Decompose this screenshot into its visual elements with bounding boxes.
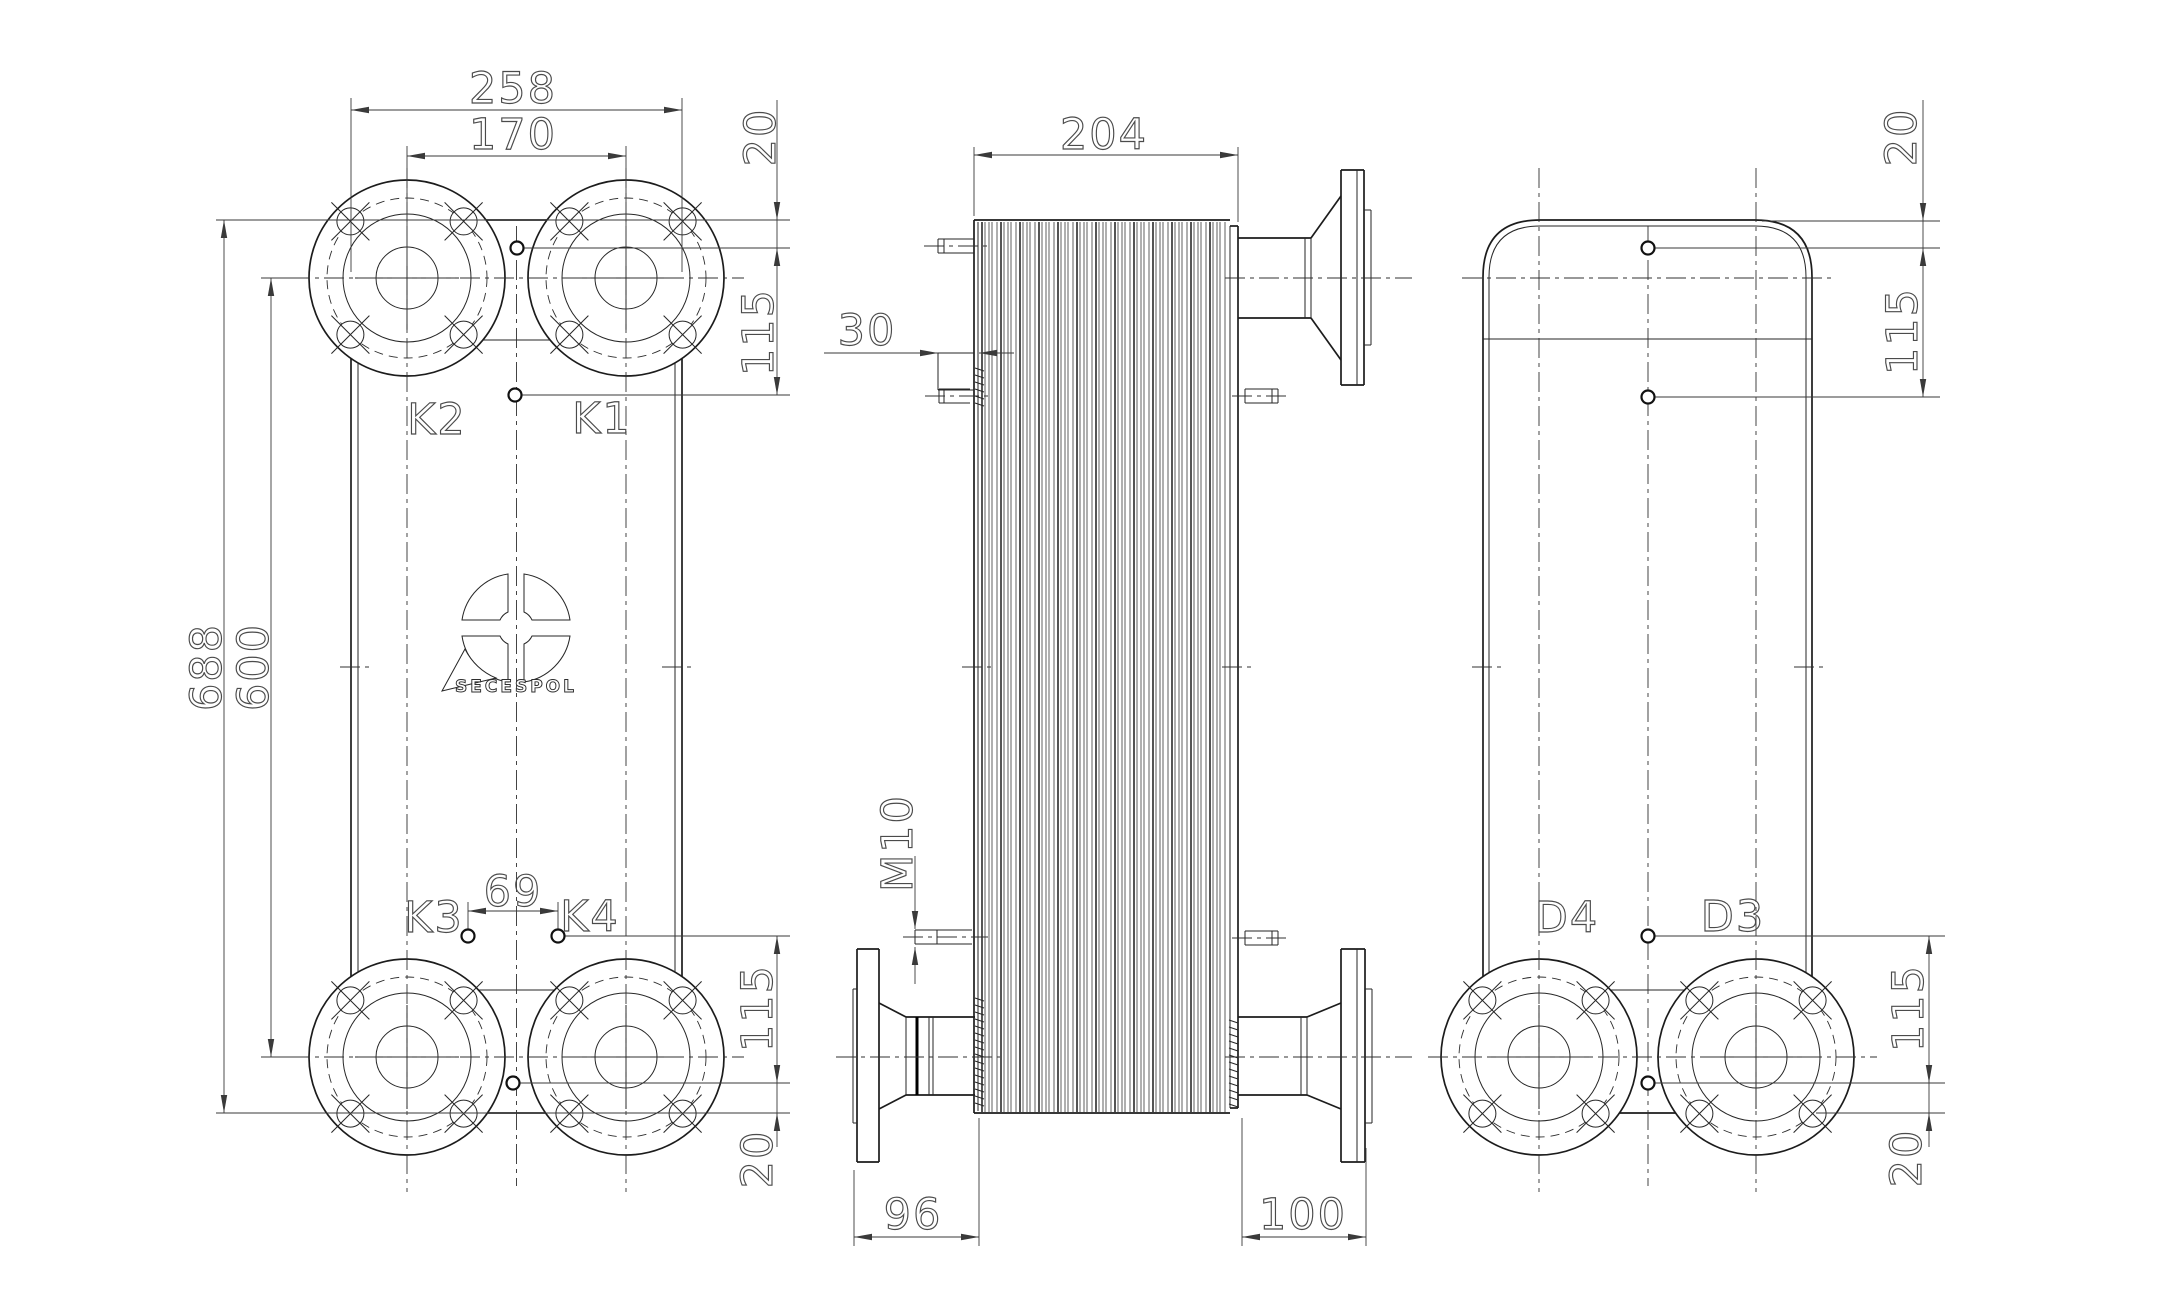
side-dimensions: 204 30 M10 96 100: [824, 109, 1367, 1246]
dim-front-connection-length: 100: [1259, 1190, 1347, 1240]
dim-back-lower-hole-spacing: 115: [1884, 964, 1934, 1052]
front-dimensions: 258 170 20 115 688 600 69 115 20 K2 K1 K…: [181, 63, 790, 1189]
back-view: 20 115 115 20 D4 D3: [1428, 100, 1945, 1192]
dim-overall-width: 258: [469, 64, 557, 114]
port-label-k2: K2: [407, 395, 467, 445]
mounting-hole: [550, 928, 566, 944]
dim-port-centers-vertical: 600: [229, 623, 279, 711]
mounting-hole: [507, 387, 523, 403]
mounting-hole: [505, 1075, 521, 1091]
thread-marks: [974, 367, 1239, 1108]
mounting-hole: [509, 240, 525, 256]
dim-back-top-edge-to-upper-hole: 20: [1877, 108, 1927, 167]
dim-lower-hole-spacing: 115: [733, 964, 783, 1052]
dim-plate-pack-depth: 204: [1060, 110, 1148, 160]
side-body-outline: [836, 169, 1412, 1163]
dim-lower-hole-pair-spacing: 69: [484, 867, 543, 917]
dim-rear-connection-length: 96: [884, 1190, 943, 1240]
port-label-k3: K3: [404, 893, 464, 943]
port-label-d3: D3: [1701, 892, 1765, 942]
front-centerlines: [290, 168, 744, 1192]
mounting-hole: [1640, 240, 1656, 256]
dim-stud-thread: M10: [873, 794, 923, 892]
dim-port-spacing-horizontal: 170: [469, 110, 557, 160]
port-label-k1: K1: [572, 394, 632, 444]
back-dimensions: 20 115 115 20 D4 D3: [1534, 100, 1945, 1188]
side-view: 204 30 M10 96 100: [824, 109, 1412, 1246]
port-label-k4: K4: [560, 892, 620, 942]
plate-pack-hatch: [981, 222, 1226, 1112]
dim-back-bottom-edge-to-lower-hole: 20: [1882, 1129, 1932, 1188]
mounting-hole: [1640, 928, 1656, 944]
dim-stud-offset: 30: [838, 306, 897, 356]
dim-bottom-edge-to-lower-hole: 20: [733, 1130, 783, 1189]
logo-pinwheel-icon: [441, 573, 571, 692]
dim-top-edge-to-upper-hole: 20: [736, 108, 786, 167]
dim-overall-height: 688: [182, 623, 232, 711]
mounting-hole: [1640, 389, 1656, 405]
mounting-hole: [1640, 1075, 1656, 1091]
back-centerlines: [1428, 168, 1877, 1192]
dim-back-upper-hole-spacing: 115: [1878, 287, 1928, 375]
front-view: 258 170 20 115 688 600 69 115 20 K2 K1 K…: [181, 63, 790, 1192]
brand-logo: SECESPOL: [441, 573, 577, 697]
mounting-hole: [460, 928, 476, 944]
flange-port: [1440, 958, 1638, 1156]
dim-upper-hole-spacing: 115: [734, 288, 784, 376]
logo-text: SECESPOL: [455, 677, 577, 697]
port-label-d4: D4: [1535, 893, 1599, 943]
